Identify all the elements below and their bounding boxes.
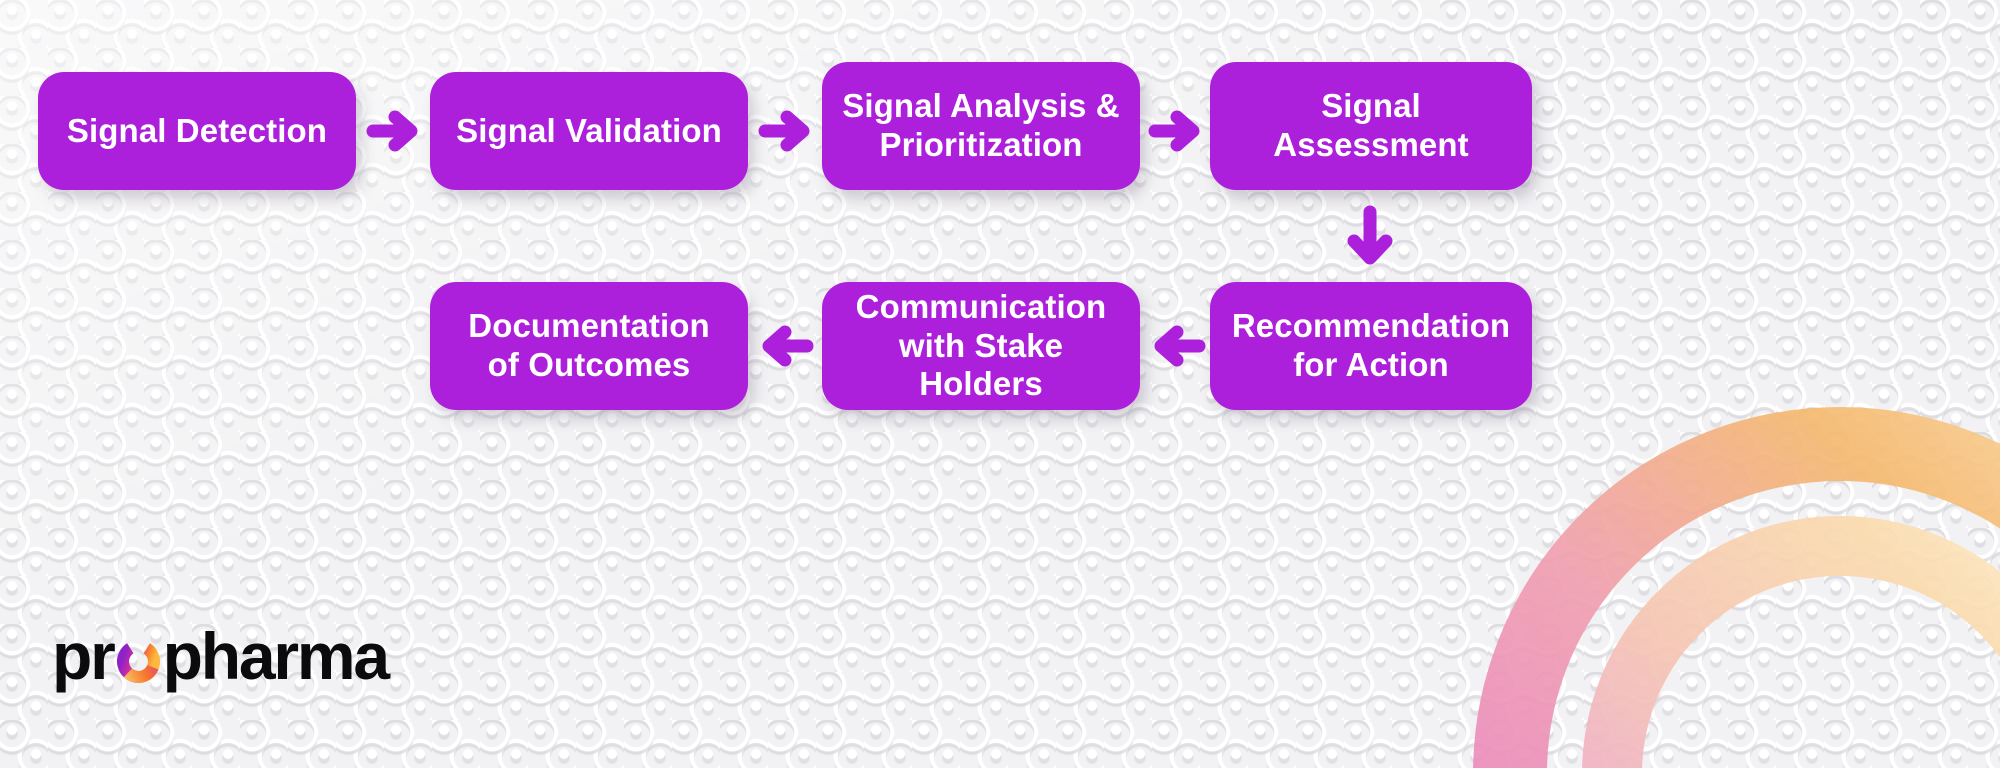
flow-box-label-line2: Prioritization xyxy=(879,126,1083,163)
flow-box-label: Signal Analysis & Prioritization xyxy=(842,87,1119,165)
flow-box-label-line1: Documentation xyxy=(468,307,710,345)
flow-box-label: Signal Validation xyxy=(456,111,722,149)
logo-text-after: pharma xyxy=(162,619,390,693)
flow-box-label-line2: of Outcomes xyxy=(487,346,691,383)
flow-box-label: Documentation of Outcomes xyxy=(468,307,709,385)
flow-box-signal-assessment[interactable]: Signal Assessment xyxy=(1210,62,1532,190)
flow-box-documentation-of-outcomes[interactable]: Documentation of Outcomes xyxy=(430,282,748,410)
flow-box-label-line1: Communication xyxy=(855,287,1107,325)
gradient-ring-icon xyxy=(115,638,162,685)
flow-box-communication-with-stake-holders[interactable]: Communication with Stake Holders xyxy=(822,282,1140,410)
flow-box-label-line2: for Action xyxy=(1293,346,1449,383)
flow-box-label: Recommendation for Action xyxy=(1232,307,1510,385)
flow-box-signal-detection[interactable]: Signal Detection xyxy=(38,72,356,190)
flow-box-signal-validation[interactable]: Signal Validation xyxy=(430,72,748,190)
logo-text-before: pr xyxy=(52,619,116,693)
flow-box-label: Signal Detection xyxy=(66,111,328,149)
propharma-logo: pr xyxy=(52,619,390,693)
flow-box-label-line1: Recommendation xyxy=(1231,307,1511,345)
flow-box-label-line1: Signal Analysis & xyxy=(842,87,1120,125)
flow-box-label-line2: with Stake Holders xyxy=(898,326,1064,403)
flow-box-signal-analysis-prioritization[interactable]: Signal Analysis & Prioritization xyxy=(822,62,1140,190)
flow-box-label: Signal Assessment xyxy=(1273,87,1469,163)
flow-box-recommendation-for-action[interactable]: Recommendation for Action xyxy=(1210,282,1532,410)
flow-box-label: Communication with Stake Holders xyxy=(836,288,1126,405)
